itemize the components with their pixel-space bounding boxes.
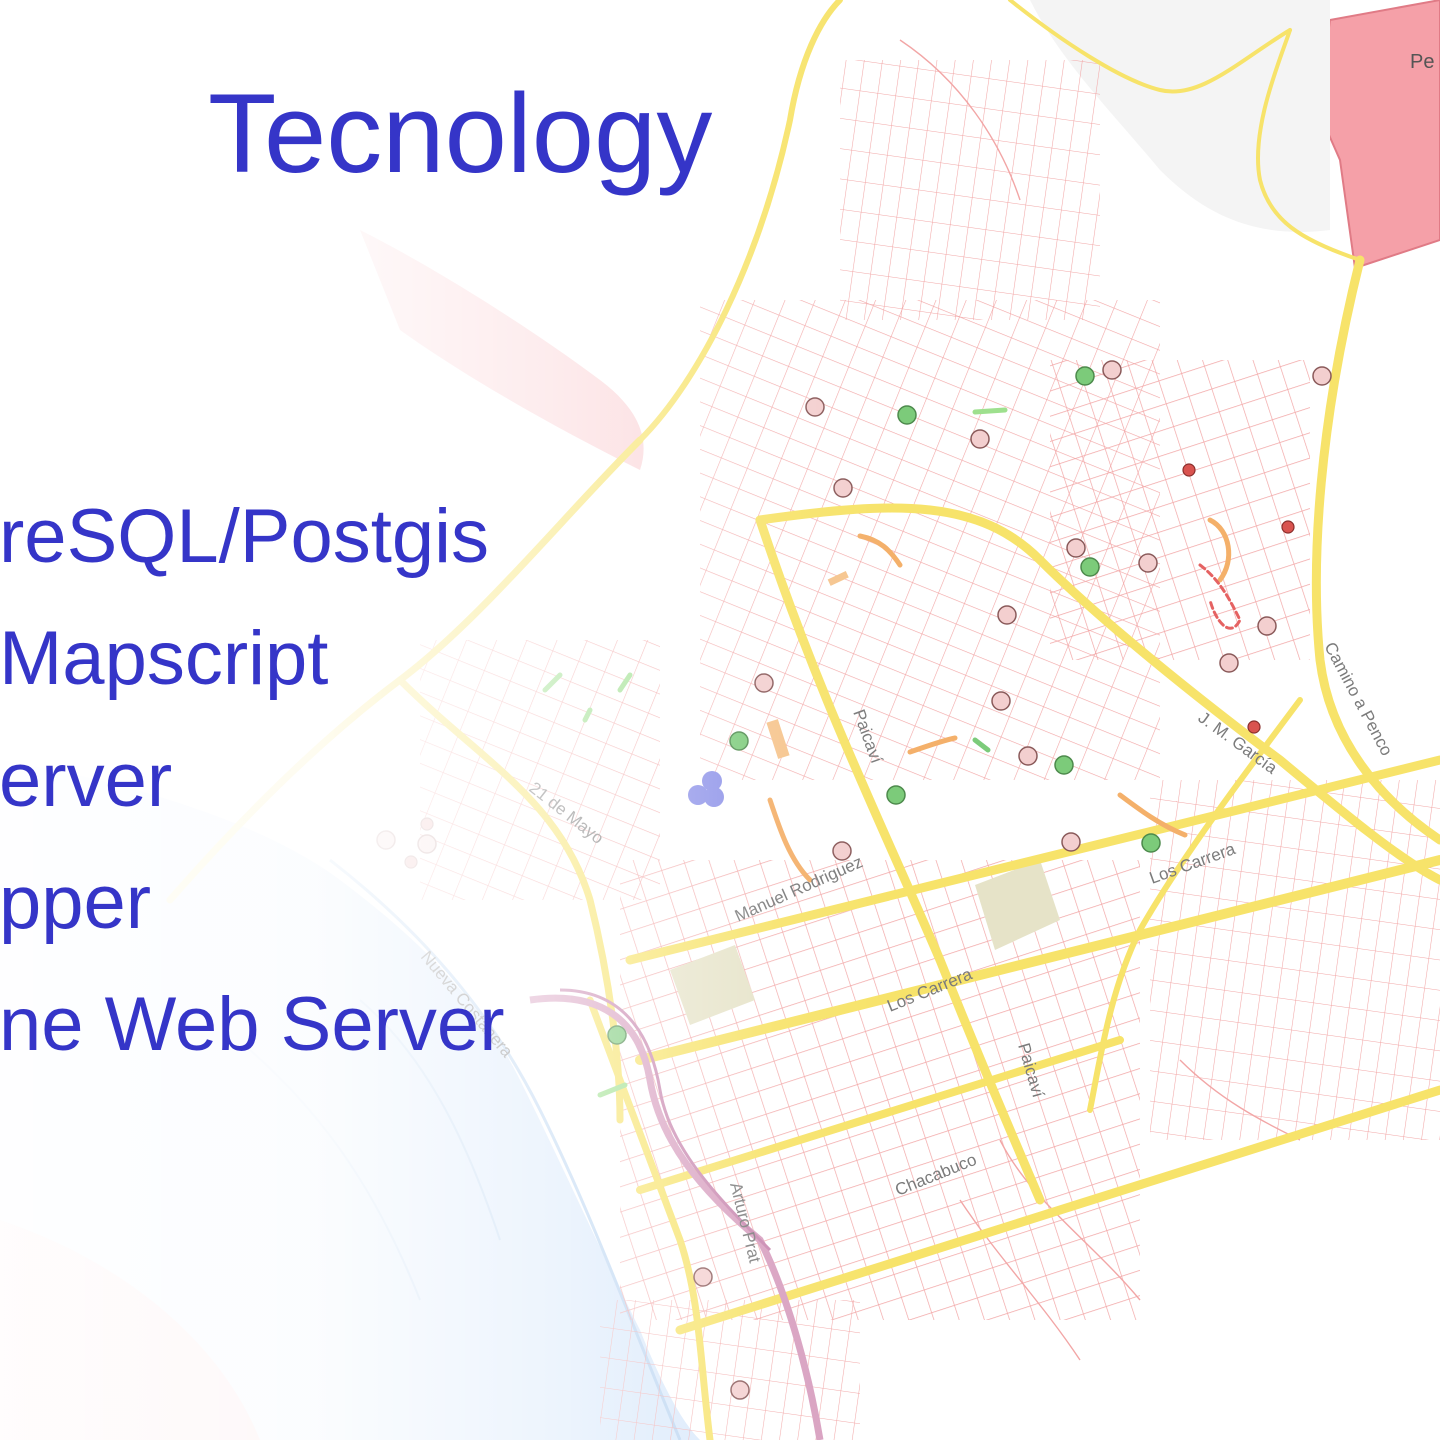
green-marker-icon xyxy=(886,785,906,805)
street-grid-east xyxy=(1150,780,1440,1140)
street-grid-far-north xyxy=(840,60,1100,320)
green-marker-icon xyxy=(1054,755,1074,775)
red-marker-icon xyxy=(1182,463,1196,477)
urban-zone-top-right xyxy=(1316,0,1440,270)
red-marker-icon xyxy=(1247,720,1261,734)
poi-circle-icon xyxy=(833,478,853,498)
list-item: Mapscript xyxy=(0,598,506,720)
list-item: ne Web Server xyxy=(0,964,506,1086)
poi-circle-icon xyxy=(805,397,825,417)
list-item-text: pper xyxy=(0,860,152,945)
poi-circle-icon xyxy=(1102,360,1122,380)
street-grid-south xyxy=(600,1300,860,1440)
green-marker-icon xyxy=(897,405,917,425)
list-item: reSQL/Postgis xyxy=(0,476,506,598)
poi-circle-icon xyxy=(693,1267,713,1287)
poi-circle-icon xyxy=(1066,538,1086,558)
slide-title: Tecnology xyxy=(208,71,713,196)
street-grid-northeast xyxy=(1050,360,1310,660)
poi-circle-icon xyxy=(754,673,774,693)
poi-circle-icon xyxy=(1018,746,1038,766)
red-marker-icon xyxy=(1281,520,1295,534)
place-label-penco: Pe xyxy=(1410,51,1434,73)
poi-circle-icon xyxy=(970,429,990,449)
poi-circle-icon xyxy=(1219,653,1239,673)
list-item-text: erver xyxy=(0,738,173,823)
green-marker-icon xyxy=(1141,833,1161,853)
poi-circle-icon xyxy=(1138,553,1158,573)
poi-circle-icon xyxy=(991,691,1011,711)
green-marker-icon xyxy=(1075,366,1095,386)
list-item: pper xyxy=(0,842,506,964)
poi-circle-icon xyxy=(1061,832,1081,852)
poi-circle-icon xyxy=(1257,616,1277,636)
green-marker-icon xyxy=(1080,557,1100,577)
street-grid-center xyxy=(620,860,1140,1320)
urban-zone-left xyxy=(360,230,644,470)
poi-circle-icon xyxy=(997,605,1017,625)
list-item: erver xyxy=(0,720,506,842)
list-item-text: Mapscript xyxy=(0,616,329,701)
poi-circle-icon xyxy=(730,1380,750,1400)
blue-cluster-icon xyxy=(688,771,724,807)
green-marker-icon xyxy=(729,731,749,751)
poi-circle-icon xyxy=(1312,366,1332,386)
technology-list: reSQL/Postgis Mapscript erver pper ne We… xyxy=(0,476,506,1086)
list-item-text: reSQL/Postgis xyxy=(0,494,489,579)
list-item-text: ne Web Server xyxy=(0,982,505,1067)
green-marker-icon xyxy=(607,1025,627,1045)
